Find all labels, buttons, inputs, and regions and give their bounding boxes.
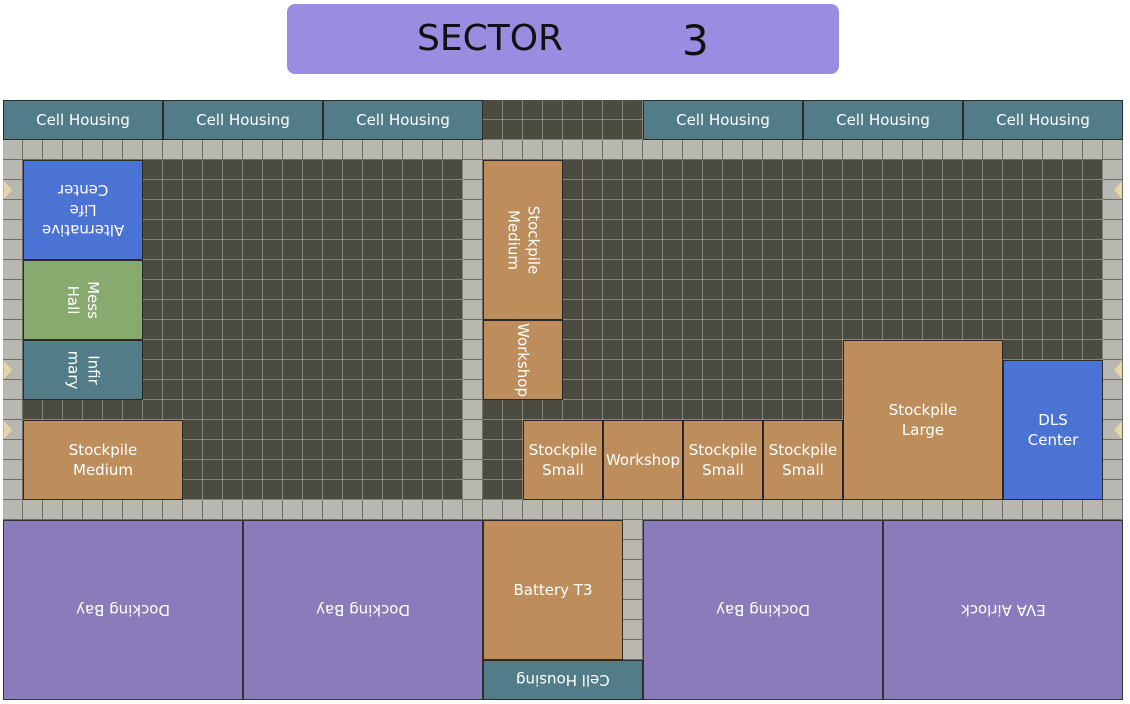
room-stockpile-small[interactable]: Stockpile Small bbox=[683, 420, 763, 500]
wall-left bbox=[3, 160, 23, 500]
wall-center-divider bbox=[463, 160, 483, 500]
room-stockpile-small[interactable]: Stockpile Small bbox=[523, 420, 603, 500]
room-label: Cell Housing bbox=[516, 671, 610, 689]
room-stockpile-medium[interactable]: Stockpile Medium bbox=[483, 160, 563, 320]
sector-header: SECTOR 3 bbox=[287, 4, 839, 74]
door-marker-right-2[interactable] bbox=[1114, 361, 1122, 379]
room-label: Workshop bbox=[513, 322, 532, 398]
room-cell-housing[interactable]: Cell Housing bbox=[483, 660, 643, 700]
wall-battery-side bbox=[623, 520, 643, 660]
room-label: Docking Bay bbox=[316, 601, 410, 619]
room-label: DLS Center bbox=[1027, 411, 1079, 449]
room-label: Cell Housing bbox=[996, 111, 1090, 129]
room-cell-housing[interactable]: Cell Housing bbox=[3, 100, 163, 140]
room-label: Cell Housing bbox=[196, 111, 290, 129]
room-cell-housing[interactable]: Cell Housing bbox=[163, 100, 323, 140]
room-label: Infir mary bbox=[63, 350, 102, 390]
room-infirmary[interactable]: Infir mary bbox=[23, 340, 143, 400]
room-label: Workshop bbox=[605, 451, 680, 469]
room-cell-housing[interactable]: Cell Housing bbox=[643, 100, 803, 140]
room-label: Docking Bay bbox=[76, 601, 170, 619]
room-stockpile-medium[interactable]: Stockpile Medium bbox=[23, 420, 183, 500]
room-stockpile-large[interactable]: Stockpile Large bbox=[843, 340, 1003, 500]
sector-label: SECTOR bbox=[417, 18, 564, 59]
room-dls-center[interactable]: DLS Center bbox=[1003, 360, 1103, 500]
wall-top-corridor bbox=[3, 140, 1123, 160]
sector-number: 3 bbox=[682, 16, 709, 65]
sector-map[interactable]: Cell Housing Cell Housing Cell Housing C… bbox=[3, 100, 1123, 700]
room-mess-hall[interactable]: Mess Hall bbox=[23, 260, 143, 340]
room-docking-bay[interactable]: Docking Bay bbox=[243, 520, 483, 700]
room-label: Stockpile Small bbox=[688, 441, 758, 479]
room-battery-t3[interactable]: Battery T3 bbox=[483, 520, 623, 660]
room-label: Stockpile Medium bbox=[68, 441, 138, 479]
room-label: Alternative Life Center bbox=[41, 181, 125, 239]
room-docking-bay[interactable]: Docking Bay bbox=[3, 520, 243, 700]
room-label: Stockpile Small bbox=[768, 441, 838, 479]
door-marker-left-3[interactable] bbox=[4, 421, 12, 439]
room-workshop[interactable]: Workshop bbox=[483, 320, 563, 400]
door-marker-right-1[interactable] bbox=[1114, 181, 1122, 199]
room-label: Cell Housing bbox=[356, 111, 450, 129]
room-label: Mess Hall bbox=[64, 281, 102, 319]
door-marker-left-1[interactable] bbox=[4, 181, 12, 199]
room-label: Cell Housing bbox=[836, 111, 930, 129]
wall-bottom-corridor bbox=[3, 500, 1123, 520]
room-label: Stockpile Small bbox=[528, 441, 598, 479]
room-docking-bay[interactable]: Docking Bay bbox=[643, 520, 883, 700]
room-eva-airlock[interactable]: EVA Airlock bbox=[883, 520, 1123, 700]
room-label: Cell Housing bbox=[676, 111, 770, 129]
room-cell-housing[interactable]: Cell Housing bbox=[803, 100, 963, 140]
door-marker-right-3[interactable] bbox=[1114, 421, 1122, 439]
room-alternative-life-center[interactable]: Alternative Life Center bbox=[23, 160, 143, 260]
room-workshop[interactable]: Workshop bbox=[603, 420, 683, 500]
wall-right bbox=[1103, 160, 1123, 500]
room-label: Stockpile Medium bbox=[503, 205, 542, 275]
room-label: Docking Bay bbox=[716, 601, 810, 619]
door-marker-left-2[interactable] bbox=[4, 361, 12, 379]
room-label: Battery T3 bbox=[513, 581, 593, 599]
room-label: Stockpile Large bbox=[888, 401, 958, 439]
room-label: EVA Airlock bbox=[960, 601, 1046, 619]
room-cell-housing[interactable]: Cell Housing bbox=[963, 100, 1123, 140]
room-cell-housing[interactable]: Cell Housing bbox=[323, 100, 483, 140]
room-label: Cell Housing bbox=[36, 111, 130, 129]
room-stockpile-small[interactable]: Stockpile Small bbox=[763, 420, 843, 500]
